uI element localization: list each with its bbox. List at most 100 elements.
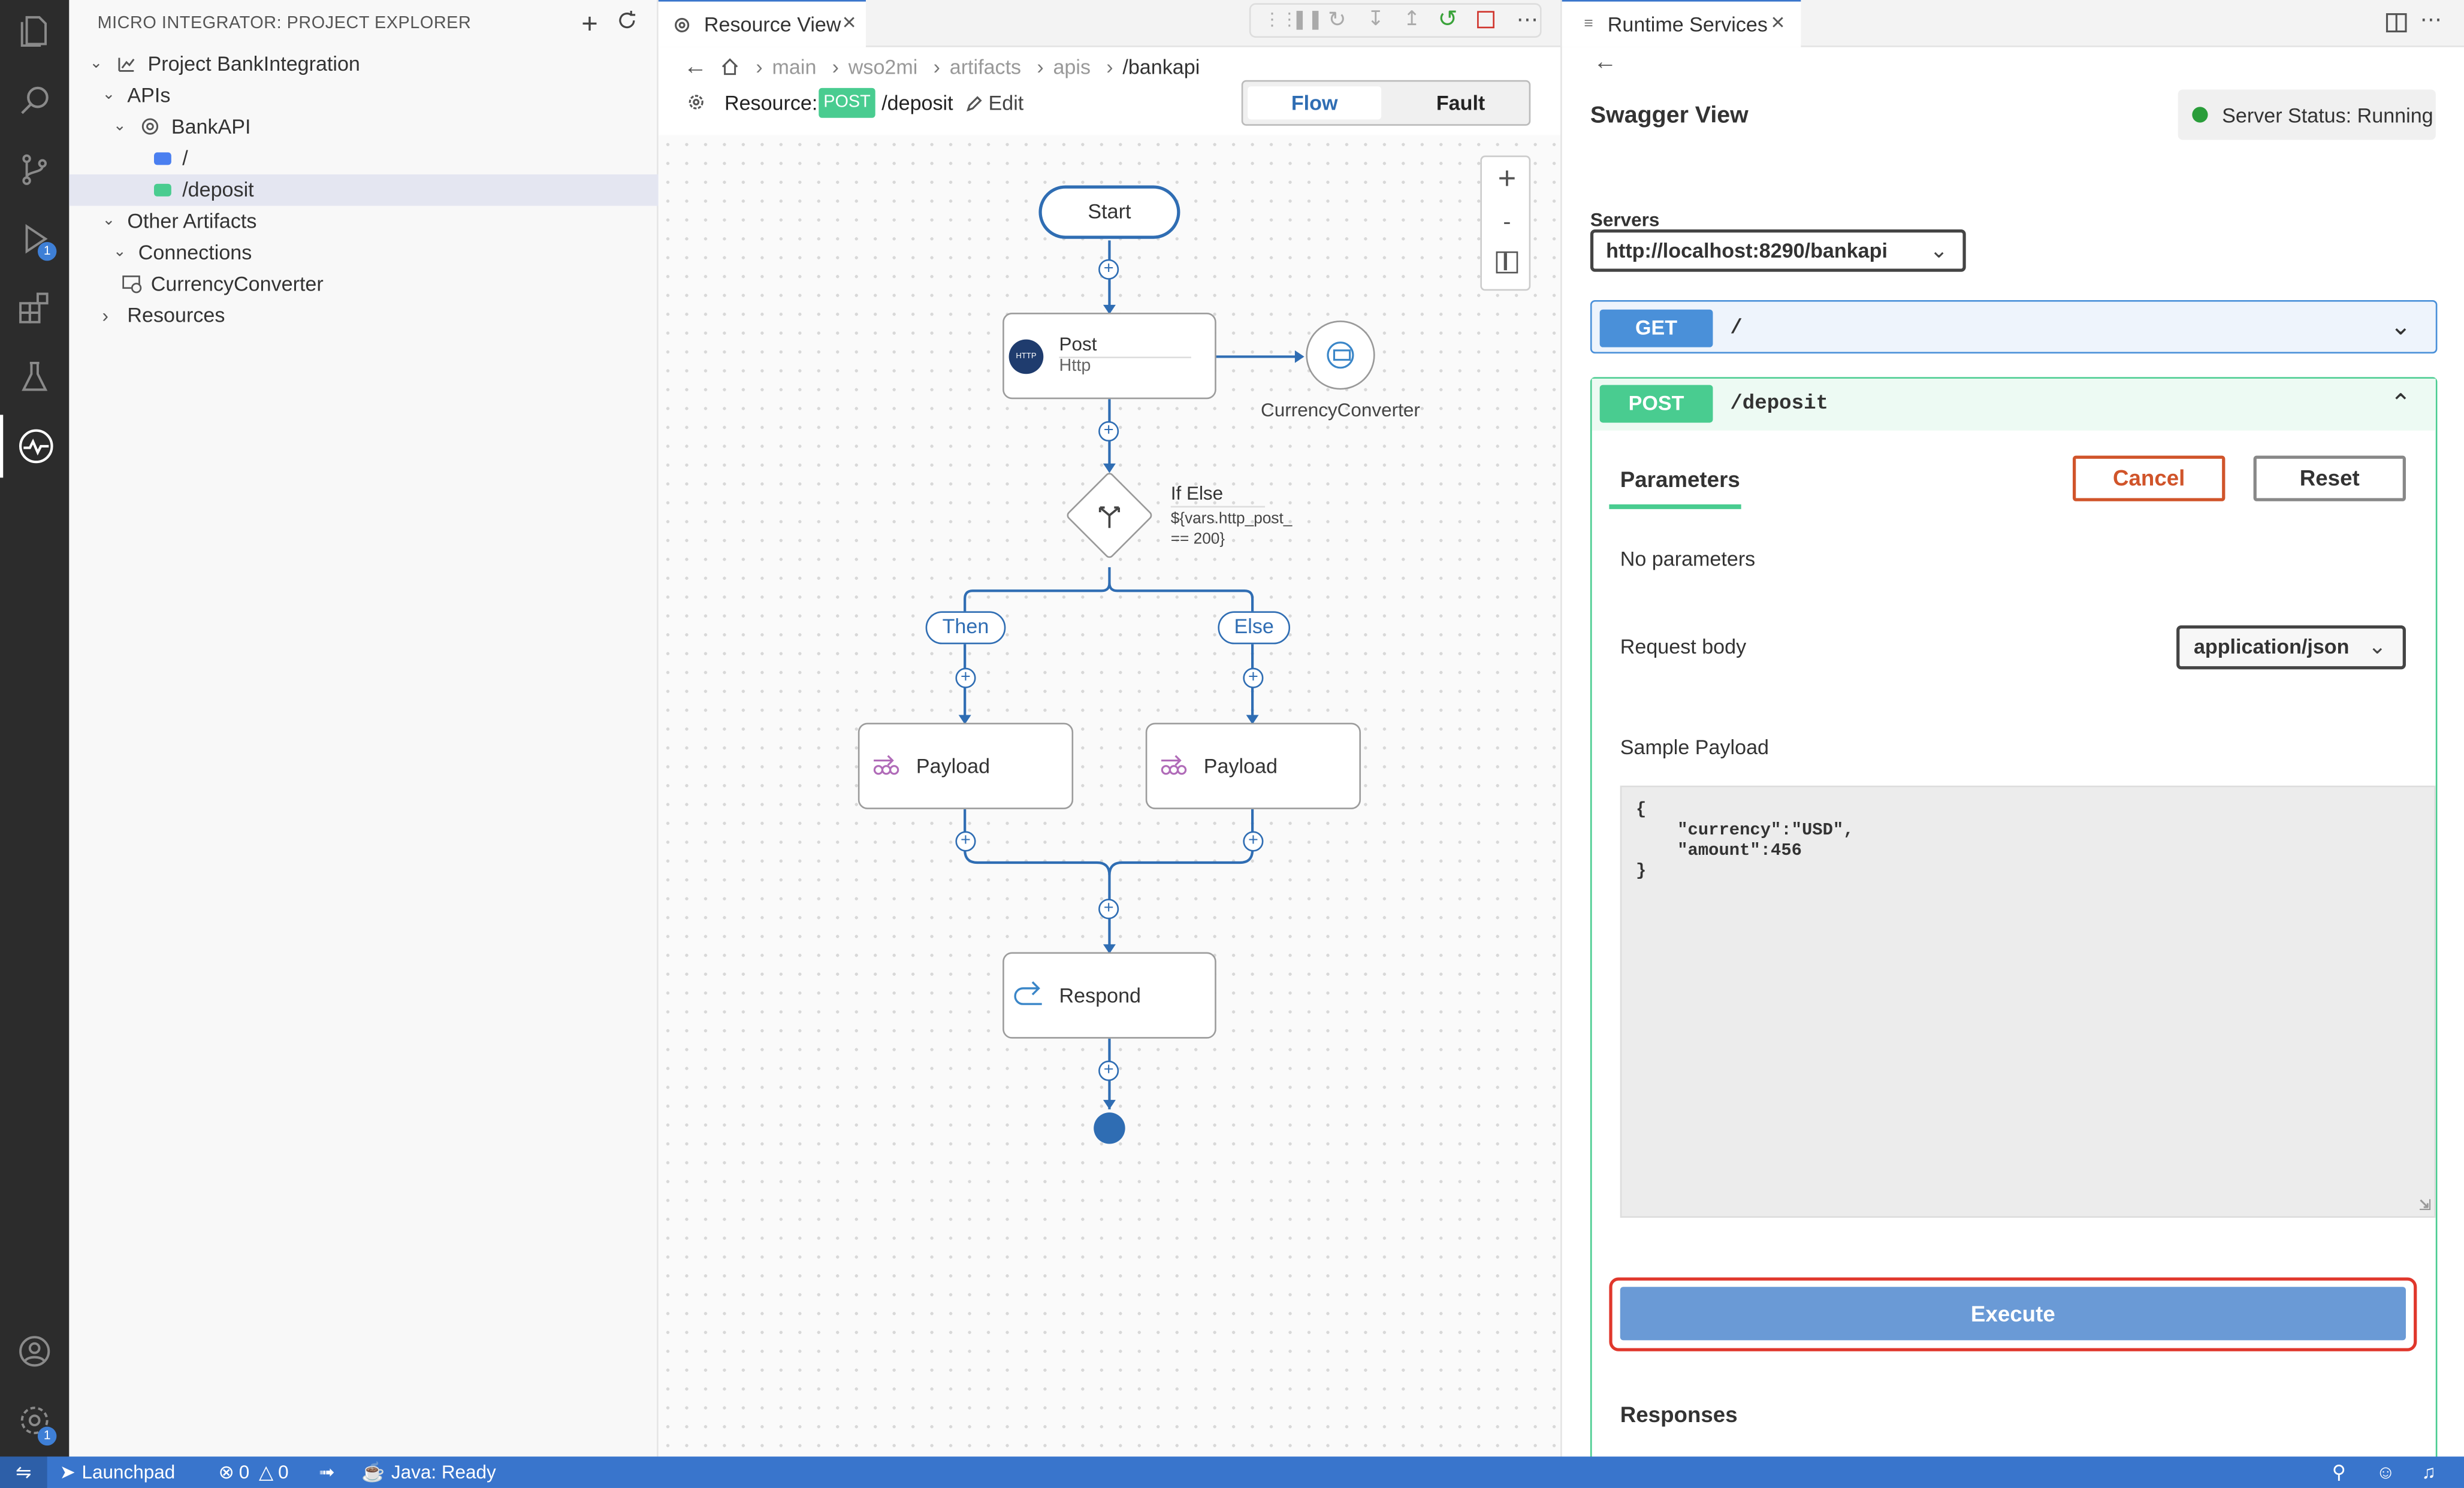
tree-item-connections[interactable]: ⌄ Connections bbox=[69, 237, 658, 268]
breadcrumb-item[interactable]: artifacts bbox=[949, 54, 1022, 78]
drag-handle-icon[interactable]: ⋮⋮ bbox=[1263, 11, 1299, 30]
port-forward-icon[interactable]: ➟ bbox=[319, 1461, 335, 1484]
edit-button[interactable]: Edit bbox=[965, 91, 1023, 114]
tree-item-resources[interactable]: › Resources bbox=[69, 300, 658, 331]
add-node-plus-icon[interactable]: + bbox=[1098, 259, 1119, 280]
settings-gear-icon[interactable]: 1 bbox=[0, 1389, 69, 1452]
status-bar: ⇋ ➤ Launchpad ⊗ 0 △ 0 ➟ ☕ Java: Ready ⚲ … bbox=[0, 1456, 2464, 1488]
chevron-up-icon: ⌃ bbox=[2390, 391, 2411, 418]
add-node-plus-icon[interactable]: + bbox=[1098, 421, 1119, 442]
close-tab-icon[interactable]: × bbox=[842, 9, 856, 37]
payload-icon bbox=[873, 755, 899, 775]
breadcrumb-item[interactable]: wso2mi bbox=[848, 54, 918, 78]
divider bbox=[1059, 356, 1191, 359]
micro-integrator-icon[interactable] bbox=[0, 415, 69, 478]
breadcrumb-item[interactable]: apis bbox=[1053, 54, 1091, 78]
more-actions-icon[interactable]: ⋯ bbox=[1516, 6, 1539, 32]
add-node-plus-icon[interactable]: + bbox=[1098, 899, 1119, 920]
operation-path: / bbox=[1730, 316, 1743, 340]
tree-label: Other Artifacts bbox=[127, 208, 257, 233]
zoom-out-button[interactable]: - bbox=[1503, 208, 1511, 236]
flow-tab[interactable]: Flow bbox=[1248, 86, 1382, 120]
add-icon[interactable]: + bbox=[581, 8, 598, 40]
source-control-icon[interactable] bbox=[0, 138, 69, 201]
get-operation[interactable]: GET / ⌄ bbox=[1590, 300, 2438, 354]
respond-icon bbox=[1014, 981, 1042, 1005]
resize-handle-icon[interactable]: ⇲ bbox=[2419, 1199, 2431, 1215]
zoom-in-button[interactable]: + bbox=[1497, 162, 1517, 196]
stop-icon[interactable] bbox=[1477, 11, 1494, 29]
add-node-plus-icon[interactable]: + bbox=[1098, 1060, 1119, 1081]
payload-line: "currency":"USD", bbox=[1635, 821, 1854, 841]
else-branch-label[interactable]: Else bbox=[1218, 611, 1291, 645]
more-actions-icon[interactable]: ⋯ bbox=[2420, 6, 2442, 32]
content-type-select[interactable]: application/json ⌄ bbox=[2176, 625, 2406, 670]
respond-node[interactable]: Respond bbox=[1002, 952, 1216, 1039]
add-node-plus-icon[interactable]: + bbox=[1243, 667, 1264, 688]
resource-label: Resource: bbox=[724, 91, 818, 115]
pause-icon[interactable]: ❚❚ bbox=[1291, 8, 1324, 30]
servers-select[interactable]: http://localhost:8290/bankapi ⌄ bbox=[1590, 229, 1966, 272]
tree-item-apis[interactable]: ⌄ APIs bbox=[69, 80, 658, 111]
tree-label: / bbox=[182, 146, 188, 170]
cancel-button[interactable]: Cancel bbox=[2073, 455, 2226, 501]
add-node-plus-icon[interactable]: + bbox=[1243, 831, 1264, 852]
run-debug-icon[interactable]: 1 bbox=[0, 207, 69, 270]
http-post-node[interactable]: HTTP Post Http bbox=[1002, 312, 1216, 400]
home-icon[interactable] bbox=[720, 56, 740, 76]
add-node-plus-icon[interactable]: + bbox=[955, 831, 976, 852]
payload-node-else[interactable]: Payload bbox=[1145, 722, 1361, 809]
execute-button[interactable]: Execute bbox=[1620, 1287, 2406, 1341]
copilot-icon[interactable]: ☺ bbox=[2376, 1461, 2396, 1484]
search-icon[interactable] bbox=[0, 69, 69, 132]
refresh-icon[interactable] bbox=[616, 10, 638, 32]
add-node-plus-icon[interactable]: + bbox=[955, 667, 976, 688]
payload-textarea[interactable]: { "currency":"USD", "amount":456 } ⇲ bbox=[1620, 785, 2436, 1218]
testing-icon[interactable] bbox=[0, 346, 69, 409]
tree-item-currencyconverter[interactable]: CurrencyConverter bbox=[69, 269, 658, 300]
zoom-icon[interactable]: ⚲ bbox=[2332, 1461, 2346, 1484]
parameters-tab[interactable]: Parameters bbox=[1620, 467, 1740, 492]
currency-converter-connection[interactable] bbox=[1306, 320, 1375, 390]
launchpad-item[interactable]: ➤ Launchpad bbox=[60, 1457, 176, 1488]
resource-path: /deposit bbox=[881, 91, 953, 115]
start-node[interactable]: Start bbox=[1038, 185, 1180, 239]
payload-node-then[interactable]: Payload bbox=[857, 722, 1074, 809]
tree-item-other-artifacts[interactable]: ⌄ Other Artifacts bbox=[69, 206, 658, 237]
tab-runtime-services[interactable]: ≡ Runtime Services × bbox=[1562, 0, 1801, 47]
restart-icon[interactable]: ↺ bbox=[1438, 6, 1458, 34]
tree-item-root-resource[interactable]: / bbox=[69, 143, 658, 174]
fault-tab[interactable]: Fault bbox=[1436, 91, 1485, 115]
back-arrow-icon[interactable]: ← bbox=[1593, 49, 1617, 75]
close-tab-icon[interactable]: × bbox=[1771, 9, 1785, 37]
step-over-icon[interactable]: ↻ bbox=[1327, 6, 1346, 32]
notifications-bell-icon[interactable]: ♫ bbox=[2421, 1461, 2436, 1484]
tree-label: APIs bbox=[127, 83, 171, 107]
post-operation-header[interactable]: POST /deposit ⌃ bbox=[1592, 379, 2436, 431]
account-icon[interactable] bbox=[0, 1320, 69, 1383]
java-status-item[interactable]: ☕ Java: Ready bbox=[361, 1457, 496, 1488]
problems-item[interactable]: ⊗ 0 △ 0 bbox=[219, 1457, 289, 1488]
fit-screen-icon[interactable] bbox=[1496, 251, 1518, 274]
error-count: 0 bbox=[238, 1461, 250, 1484]
chevron-right-icon: › bbox=[102, 304, 108, 327]
step-into-icon[interactable]: ↧ bbox=[1367, 6, 1385, 30]
resource-view-editor: Resource View × ⋮⋮ ❚❚ ↻ ↧ ↥ ↺ ⋯ ← › main… bbox=[658, 0, 1561, 1457]
reset-button[interactable]: Reset bbox=[2253, 455, 2406, 501]
execute-highlight bbox=[1609, 1277, 2417, 1351]
back-arrow-icon[interactable]: ← bbox=[683, 52, 708, 80]
extensions-icon[interactable] bbox=[0, 277, 69, 340]
tree-label: CurrencyConverter bbox=[150, 271, 324, 296]
explorer-icon[interactable] bbox=[0, 0, 69, 63]
tree-item-deposit-resource[interactable]: /deposit bbox=[69, 174, 659, 206]
step-out-icon[interactable]: ↥ bbox=[1403, 6, 1421, 30]
split-editor-icon[interactable] bbox=[2386, 13, 2408, 33]
then-branch-label[interactable]: Then bbox=[925, 611, 1006, 645]
resource-view-icon bbox=[672, 16, 691, 34]
chevron-down-icon: ⌄ bbox=[2368, 633, 2387, 659]
tree-item-project[interactable]: ⌄ Project BankIntegration bbox=[69, 49, 658, 80]
breadcrumb-item[interactable]: main bbox=[772, 54, 817, 78]
tab-resource-view[interactable]: Resource View × bbox=[658, 0, 866, 47]
tree-item-bankapi[interactable]: ⌄ BankAPI bbox=[69, 111, 658, 143]
remote-icon[interactable]: ⇋ bbox=[0, 1456, 47, 1488]
